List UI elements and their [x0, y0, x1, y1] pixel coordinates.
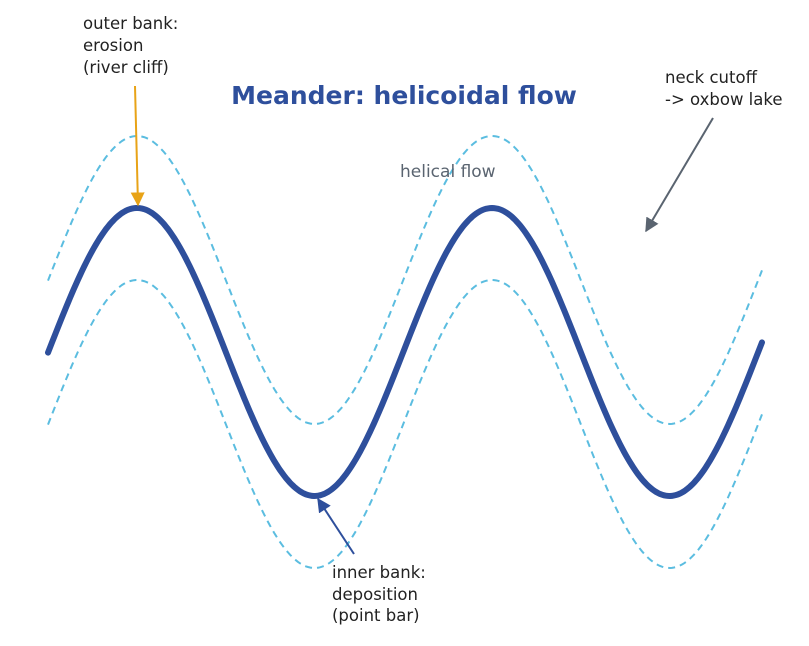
inner-bank-label-line-2: deposition [332, 585, 418, 604]
diagram-title: Meander: helicoidal flow [231, 81, 577, 110]
neck-cutoff-label-line-1: neck cutoff [665, 68, 758, 87]
outer-bank-arrow [130, 85, 145, 207]
inner-bank-label: inner bank: deposition (point bar) [332, 563, 431, 625]
outer-bank-label-line-2: erosion [83, 36, 143, 55]
neck-cutoff-label: neck cutoff -> oxbow lake [665, 68, 783, 109]
outer-bank-label-line-3: (river cliff) [83, 58, 169, 77]
river-channel-line [45, 204, 765, 500]
inner-bank-label-line-1: inner bank: [332, 563, 426, 582]
outer-bank-label-line-1: outer bank: [83, 14, 178, 33]
inner-bank-label-line-3: (point bar) [332, 606, 420, 625]
inner-bank-line [47, 278, 763, 570]
neck-cutoff-label-line-2: -> oxbow lake [665, 90, 783, 109]
neck-cutoff-arrow [645, 117, 714, 233]
inner-bank-arrow [317, 497, 355, 555]
outer-bank-label: outer bank: erosion (river cliff) [83, 14, 184, 77]
outer-bank-line [47, 134, 763, 426]
helical-flow-label: helical flow [400, 162, 496, 182]
